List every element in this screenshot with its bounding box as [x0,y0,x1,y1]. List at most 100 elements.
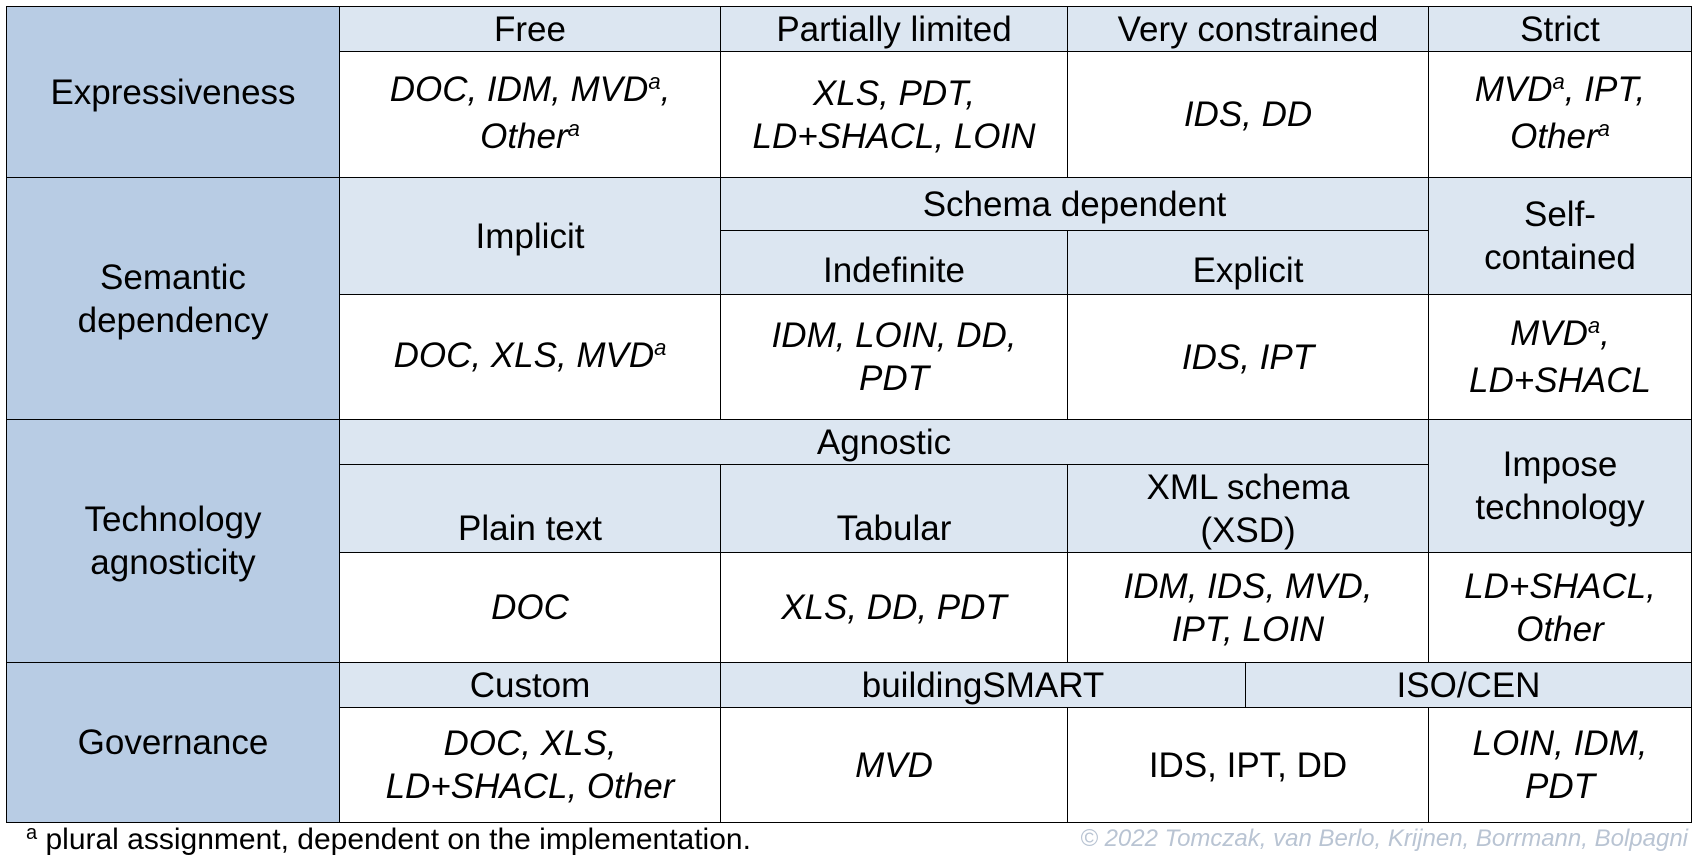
header-schema-dependent: Schema dependent [720,177,1429,231]
header-text: Impose technology [1475,443,1644,529]
footnote-mark: a [1552,68,1565,94]
value-implicit: DOC, XLS, MVDa [339,294,721,420]
value-plain-text: DOC [339,552,721,663]
cell-line: IDS, DD [1183,95,1313,134]
cell-text: MVDa, IPT, Othera [1475,68,1645,162]
header-very-constrained: Very constrained [1067,6,1429,52]
cell-line: IDS, IPT [1181,337,1315,377]
value-very-constrained: IDS, DD [1067,51,1429,178]
cell-line: PDT [1525,767,1595,806]
value-custom: DOC, XLS, LD+SHACL, Other [339,707,721,823]
header-self-contained: Self- contained [1428,177,1692,295]
value-iso-cen: LOIN, IDM, PDT [1428,707,1692,823]
header-buildingsmart: buildingSMART [720,662,1246,708]
value-xml-schema: IDM, IDS, MVD, IPT, LOIN [1067,552,1429,663]
header-label: Indefinite [822,251,966,290]
cell-line: Other [1516,609,1604,649]
cell-text: LD+SHACL, Other [1464,565,1656,651]
category-label: Technology [84,500,262,539]
header-label: Strict [1520,9,1600,49]
cell-line: DOC, XLS, [443,724,617,763]
value-explicit: IDS, IPT [1067,294,1429,420]
cell-line: XLS, DD, PDT [781,588,1007,627]
header-partially-limited: Partially limited [720,6,1068,52]
header-label: ISO/CEN [1396,665,1541,705]
header-label: Very constrained [1117,9,1379,49]
header-impose-technology: Impose technology [1428,419,1692,553]
cell-line: Other [480,116,568,156]
footnote-text: plural assignment, dependent on the impl… [45,823,751,856]
header-label: Custom [469,665,591,705]
cell-line: LD+SHACL [1469,361,1651,400]
cell-text: IDM, IDS, MVD, IPT, LOIN [1124,565,1373,651]
header-explicit: Explicit [1067,230,1429,295]
value-self-contained: MVDa, LD+SHACL [1428,294,1692,420]
value-strict: MVDa, IPT, Othera [1428,51,1692,178]
header-iso-cen: ISO/CEN [1245,662,1692,708]
value-indefinite: IDM, LOIN, DD, PDT [720,294,1068,420]
footnote-mark: a [567,115,580,141]
cell-text: XLS, PDT, LD+SHACL, LOIN [752,72,1035,158]
header-tabular: Tabular [720,464,1068,553]
category-label: Expressiveness [50,72,296,112]
cell-line: MVD [1474,69,1553,109]
cell-text: DOC, XLS, MVDa [394,334,667,381]
header-custom: Custom [339,662,721,708]
category-expressiveness: Expressiveness [6,6,340,178]
cell-line: PDT [859,359,929,398]
header-label: Partially limited [776,9,1012,49]
header-label: technology [1475,488,1645,527]
header-label: Free [494,9,566,49]
cell-line: LD+SHACL, Other [385,767,675,806]
cell-line: XLS, PDT, [812,73,976,113]
header-plain-text: Plain text [339,464,721,553]
category-technology-agnosticity: Technology agnosticity [6,419,340,663]
header-strict: Strict [1428,6,1692,52]
category-governance: Governance [6,662,340,823]
copyright-notice: © 2022 Tomczak, van Berlo, Krijnen, Borr… [1080,825,1688,852]
value-free: DOC, IDM, MVDa, Othera [339,51,721,178]
header-label: Tabular [836,509,952,548]
cell-line: , IPT, [1564,69,1646,109]
value-mixed-governance: IDS, IPT, DD [1067,707,1429,823]
value-impose-technology: LD+SHACL, Other [1428,552,1692,663]
cell-line: LOIN, IDM, [1472,724,1648,763]
value-partially-limited: XLS, PDT, LD+SHACL, LOIN [720,51,1068,178]
footnote-mark: a [1597,115,1610,141]
header-label: Implicit [475,216,585,256]
cell-line: MVD [1510,314,1588,353]
cell-text: DOC, IDM, MVDa, Othera [389,68,671,156]
cell-text: IDM, LOIN, DD, PDT [771,314,1016,400]
header-label: Self- [1524,195,1596,234]
header-label: XML schema [1146,467,1350,507]
header-indefinite: Indefinite [720,230,1068,295]
header-label: Impose [1502,445,1618,484]
cell-line: IDM, IDS, MVD, [1123,566,1373,606]
category-text: Semantic dependency [78,256,269,342]
header-free: Free [339,6,721,52]
category-label: dependency [77,300,269,340]
cell-line: DOC [491,588,569,627]
header-label: contained [1484,238,1636,277]
cell-line: IDM, LOIN, DD, [771,316,1017,355]
cell-line: DOC, IDM, MVD [389,69,649,109]
header-label: Schema dependent [922,184,1227,224]
header-text: XML schema (XSD) [1147,466,1350,552]
header-agnostic: Agnostic [339,419,1429,465]
cell-text: MVDa, LD+SHACL [1469,313,1651,400]
footnote-mark: a [648,68,661,94]
category-semantic-dependency: Semantic dependency [6,177,340,420]
cell-text: LOIN, IDM, PDT [1472,722,1647,808]
cell-line: DOC, XLS, MVD [393,335,655,375]
category-label: agnosticity [90,543,256,582]
footnote-mark: a [654,334,667,360]
header-label: Agnostic [816,422,952,462]
header-label: Explicit [1192,251,1304,290]
header-label: (XSD) [1200,510,1296,550]
cell-text: DOC, XLS, LD+SHACL, Other [386,722,675,808]
category-label: Governance [77,723,269,762]
value-buildingsmart: MVD [720,707,1068,823]
header-label: buildingSMART [861,665,1105,705]
cell-line: IDS, IPT, DD [1148,745,1348,785]
header-implicit: Implicit [339,177,721,295]
